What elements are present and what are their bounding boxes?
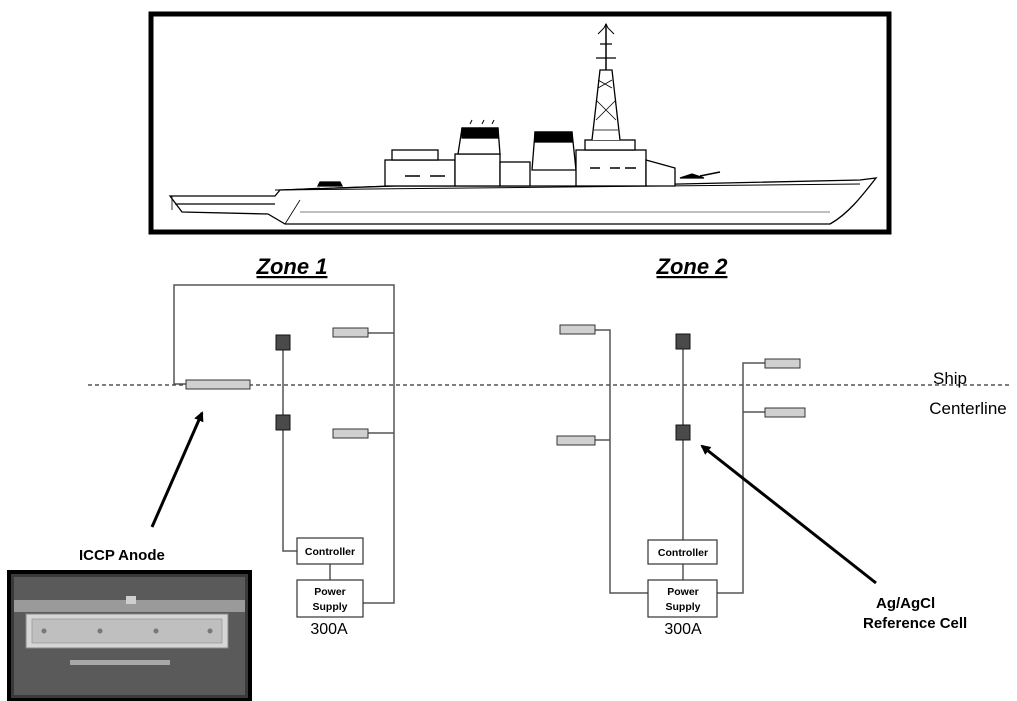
iccp-anode-arrow: [152, 413, 202, 527]
ship-centerline-label-line2: Centerline: [929, 399, 1007, 418]
zone-2-rating: 300A: [664, 621, 702, 638]
zone-1-power-supply-label-line1: Power: [314, 586, 346, 598]
zone-2-power-supply-label-line2: Supply: [665, 601, 700, 613]
photo-bolt-1: [42, 629, 47, 634]
zone-1-anode-upper: [333, 328, 368, 337]
photo-stud: [126, 596, 136, 604]
zone-1-reference-wire: [283, 345, 297, 551]
zone-2-anode-right-lower: [765, 408, 805, 417]
reference-cell-arrow: [702, 446, 876, 583]
zone-1-controller-label: Controller: [305, 546, 355, 558]
reference-cell-label-line2: Reference Cell: [863, 615, 967, 632]
zone-2-anode-left-lower: [557, 436, 595, 445]
zone-2-anode-right-upper: [765, 359, 800, 368]
ship-silhouette-panel: [151, 14, 889, 232]
reference-cell-label-line1: Ag/AgCl: [876, 595, 935, 612]
zone-1-title: Zone 1: [256, 254, 328, 279]
photo-bolt-2: [98, 629, 103, 634]
iccp-anode-label: ICCP Anode: [79, 547, 165, 564]
photo-lower-strip: [70, 660, 170, 665]
photo-anode-face: [32, 619, 222, 643]
zone-1-power-supply-label-line2: Supply: [312, 601, 347, 613]
zone-2-reference-cell-upper: [676, 334, 690, 349]
zone-2-reference-cell-lower: [676, 425, 690, 440]
photo-bolt-3: [154, 629, 159, 634]
zone-1-anode-lower: [333, 429, 368, 438]
zone-2-power-supply-label-line1: Power: [667, 586, 699, 598]
zone-2-controller-label: Controller: [658, 547, 708, 559]
zone-1-anode-centerline: [186, 380, 250, 389]
iccp-anode-photo: [9, 572, 250, 700]
photo-bolt-4: [208, 629, 213, 634]
zone-1-reference-cell-upper: [276, 335, 290, 350]
zone-2-left-anode-bus: [595, 330, 648, 593]
zone-2-anode-left-upper: [560, 325, 595, 334]
zone-1-reference-cell-lower: [276, 415, 290, 430]
zone-1-rating: 300A: [310, 621, 348, 638]
zone-2-title: Zone 2: [656, 254, 729, 279]
ship-centerline-label-line1: Ship: [933, 369, 967, 388]
